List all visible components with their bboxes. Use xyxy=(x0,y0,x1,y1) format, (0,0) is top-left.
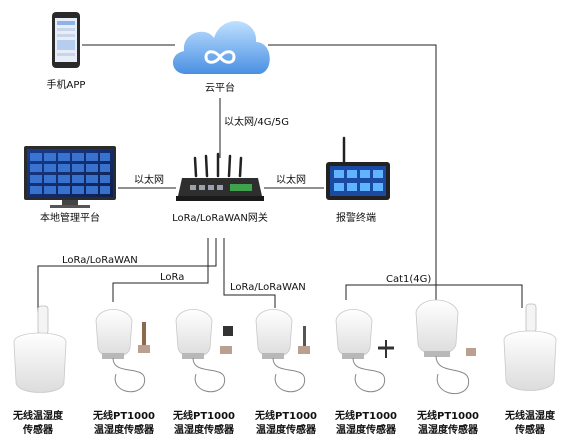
link-cat1-bus xyxy=(345,284,523,308)
link-label-lorawan-left: LoRa/LoRaWAN xyxy=(62,255,138,266)
link-label-cat1: Cat1(4G) xyxy=(386,274,431,285)
sensor-pt1000-icon xyxy=(95,309,150,393)
sensor-label-line2: 传感器 xyxy=(514,423,546,436)
sensor-label-line1: 无线温湿度 xyxy=(504,409,556,422)
connection-lines xyxy=(37,44,523,312)
link-label-gateway-alarm: 以太网 xyxy=(276,173,306,186)
sensor-labels: 无线温湿度 传感器 无线PT1000 温湿度传感器 无线PT1000 温湿度传感… xyxy=(12,409,556,436)
cloud-icon xyxy=(172,21,270,74)
link-cloud-cat1 xyxy=(268,44,437,285)
link-label-local-gateway: 以太网 xyxy=(134,173,164,186)
phone-app-label: 手机APP xyxy=(47,78,86,91)
alarm-terminal-label: 报警终端 xyxy=(336,211,376,224)
sensor-label-line1: 无线PT1000 xyxy=(334,409,397,422)
sensor-pt1000-icon xyxy=(335,309,394,393)
sensor-label-line1: 无线PT1000 xyxy=(172,409,235,422)
sensor-label-line1: 无线PT1000 xyxy=(416,409,479,422)
gateway-icon xyxy=(176,152,264,201)
sensor-label-line2: 温湿度传感器 xyxy=(94,423,155,436)
sensor-pt1000-icon xyxy=(255,309,310,393)
monitor-icon xyxy=(24,146,116,208)
sensor-label-line2: 温湿度传感器 xyxy=(174,423,235,436)
sensor-label-line2: 温湿度传感器 xyxy=(336,423,397,436)
sensor-wireless-th-icon xyxy=(503,303,557,391)
sensor-label-line2: 温湿度传感器 xyxy=(256,423,317,436)
link-lora-mid xyxy=(112,238,209,302)
gateway-label: LoRa/LoRaWAN网关 xyxy=(172,211,268,224)
local-platform-label: 本地管理平台 xyxy=(40,211,100,224)
phone-icon xyxy=(52,12,80,68)
sensor-pt1000-icon xyxy=(175,309,233,393)
link-label-cloud-gateway: 以太网/4G/5G xyxy=(224,115,289,128)
sensor-label-line1: 无线PT1000 xyxy=(92,409,155,422)
sensor-label-line2: 温湿度传感器 xyxy=(418,423,479,436)
cloud-label: 云平台 xyxy=(205,81,235,94)
sensor-wireless-th-icon xyxy=(13,305,67,393)
link-lorawan-right xyxy=(223,238,276,308)
sensor-label-line2: 传感器 xyxy=(22,423,54,436)
link-label-lorawan-right: LoRa/LoRaWAN xyxy=(230,282,306,293)
sensor-pt1000-icon xyxy=(415,299,476,395)
alarm-terminal-icon xyxy=(326,136,390,200)
sensor-label-line1: 无线PT1000 xyxy=(254,409,317,422)
link-lorawan-left xyxy=(37,238,217,312)
link-label-lora-mid: LoRa xyxy=(160,272,184,283)
sensor-label-line1: 无线温湿度 xyxy=(12,409,64,422)
